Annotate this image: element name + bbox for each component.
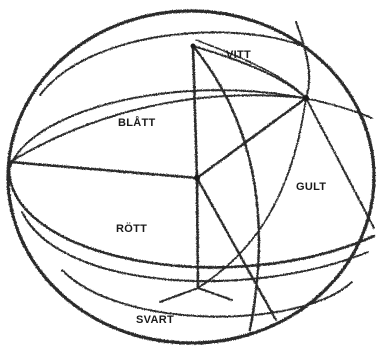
- vertex-top: [191, 44, 196, 49]
- label-svart: SVART: [136, 314, 174, 326]
- label-gult: GULT: [296, 181, 326, 193]
- edge-svart-left: [160, 288, 198, 302]
- label-blatt: BLÅTT: [118, 117, 156, 129]
- edge-rott-to-gult: [198, 98, 306, 288]
- label-vitt: VITT: [226, 49, 251, 61]
- axis-to-left: [10, 162, 197, 178]
- axis-vertical: [193, 46, 198, 288]
- vertex-vitt: [303, 95, 309, 101]
- vertex-center: [194, 175, 200, 181]
- meridian-upper-left: [40, 32, 300, 95]
- lower-band-arc: [22, 212, 368, 281]
- meridian-vitt: [296, 22, 309, 98]
- label-rott: RÖTT: [116, 223, 147, 235]
- edge-svart-right: [198, 288, 232, 300]
- axis-to-lower-right: [197, 178, 276, 320]
- bottom-arc: [62, 270, 352, 317]
- edge-left-to-vitt: [10, 95, 306, 162]
- equator-back: [9, 90, 372, 170]
- edge-vitt-to-right: [306, 98, 374, 228]
